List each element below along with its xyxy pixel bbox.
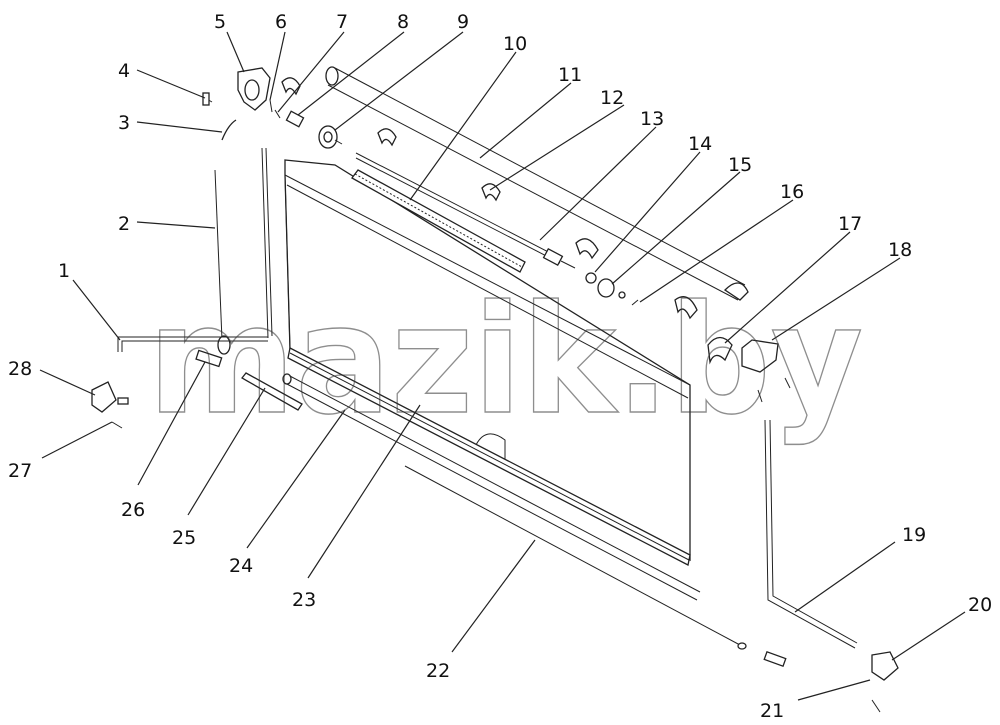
left-bracket: [237, 67, 271, 111]
label-6: 6: [275, 11, 287, 33]
label-12: 12: [600, 87, 624, 109]
label-13: 13: [640, 108, 664, 130]
label-21: 21: [760, 700, 784, 722]
housing-tube: [325, 66, 749, 301]
part-labels: 1 2 3 4 5 6 7 8 9 10 11 12 13 14 15 16 1…: [8, 11, 992, 722]
label-16: 16: [780, 181, 804, 203]
label-18: 18: [888, 239, 912, 261]
left-bottom-bracket: [91, 381, 129, 429]
label-11: 11: [558, 64, 582, 86]
shade-panel: [284, 159, 691, 562]
right-l-rod: [764, 419, 858, 649]
pull-bar: [287, 347, 691, 566]
bushing: [285, 110, 305, 128]
clips: [281, 77, 698, 320]
label-23: 23: [292, 589, 316, 611]
label-5: 5: [214, 11, 226, 33]
right-clip: [707, 336, 733, 365]
label-3: 3: [118, 112, 130, 134]
label-14: 14: [688, 133, 712, 155]
label-10: 10: [503, 33, 527, 55]
label-26: 26: [121, 499, 145, 521]
label-15: 15: [728, 154, 752, 176]
cable: [404, 465, 787, 668]
spring: [351, 169, 526, 273]
left-rod: [214, 147, 273, 355]
end-cap: [318, 125, 343, 149]
watermark: mazik.by: [148, 274, 863, 448]
leader-lines: [39, 31, 966, 701]
label-24: 24: [229, 555, 253, 577]
label-19: 19: [902, 524, 926, 546]
label-25: 25: [172, 527, 196, 549]
label-27: 27: [8, 460, 32, 482]
label-4: 4: [118, 60, 130, 82]
shaft: [355, 152, 576, 269]
left-pin: [195, 349, 223, 368]
label-17: 17: [838, 213, 862, 235]
label-8: 8: [397, 11, 409, 33]
washers: [585, 272, 639, 306]
left-spring: [241, 372, 303, 411]
label-22: 22: [426, 660, 450, 682]
label-2: 2: [118, 213, 130, 235]
label-28: 28: [8, 358, 32, 380]
screws: [202, 92, 281, 141]
lower-rod: [282, 373, 701, 601]
label-20: 20: [968, 594, 992, 616]
label-9: 9: [457, 11, 469, 33]
label-1: 1: [58, 260, 70, 282]
label-7: 7: [336, 11, 348, 33]
right-bracket: [741, 339, 791, 403]
right-bottom-bracket: [871, 651, 899, 713]
